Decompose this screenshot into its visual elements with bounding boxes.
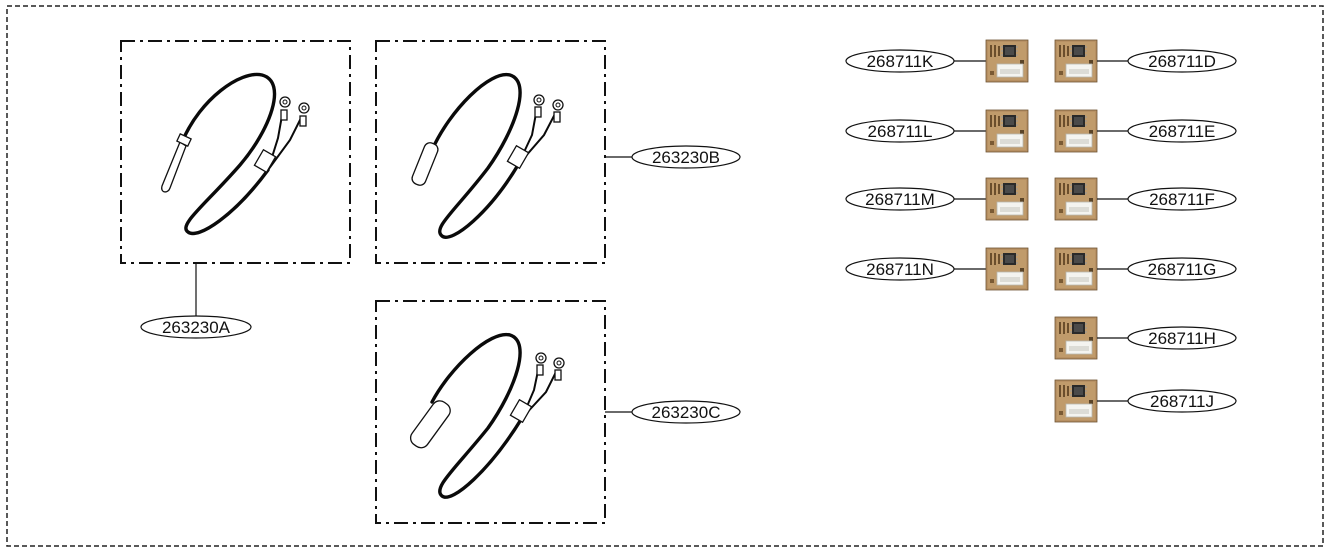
pcb-268711n: 268711N	[845, 247, 1029, 291]
pcb-board-image	[985, 177, 1029, 221]
pcb-268711m: 268711M	[845, 177, 1029, 221]
sensor-b-drawing	[411, 72, 564, 239]
pcb-board-image	[985, 109, 1029, 153]
sensor-a-box	[120, 40, 351, 264]
pcb-268711d: 268711D	[1054, 39, 1237, 83]
sensor-a-drawing	[161, 72, 310, 236]
label-text: 268711H	[1148, 329, 1216, 348]
outer-frame	[6, 5, 1324, 547]
pcb-board-image	[1054, 177, 1098, 221]
pcb-board-image	[1054, 379, 1098, 423]
pcb-board-image	[985, 247, 1029, 291]
label-text: 268711D	[1148, 52, 1216, 71]
pcb-board-image	[1054, 316, 1098, 360]
sensor-b-box	[375, 40, 606, 264]
label-text: 268711K	[867, 52, 934, 71]
pcb-268711h: 268711H	[1054, 316, 1237, 360]
pcb-board-image	[1054, 247, 1098, 291]
label-text: 268711N	[866, 260, 934, 279]
pcb-268711e: 268711E	[1054, 109, 1237, 153]
label-text: 268711F	[1149, 190, 1215, 209]
label-text: 263230A	[162, 318, 231, 337]
label-text: 268711G	[1148, 260, 1217, 279]
label-263230a: 263230A	[140, 315, 252, 339]
label-text: 268711J	[1150, 392, 1214, 411]
pcb-board-image	[1054, 109, 1098, 153]
pcb-268711g: 268711G	[1054, 247, 1237, 291]
sensor-c-drawing	[409, 332, 565, 499]
label-text: 268711M	[865, 190, 935, 209]
label-263230c: 263230C	[631, 400, 741, 424]
pcb-board-image	[1054, 39, 1098, 83]
pcb-268711j: 268711J	[1054, 379, 1237, 423]
label-text: 263230C	[651, 403, 720, 422]
label-263230b: 263230B	[631, 145, 741, 169]
pcb-268711k: 268711K	[845, 39, 1029, 83]
sensor-c-box	[375, 300, 606, 524]
pcb-268711l: 268711L	[845, 109, 1029, 153]
label-text: 263230B	[652, 148, 720, 167]
pcb-board-image	[985, 39, 1029, 83]
pcb-268711f: 268711F	[1054, 177, 1237, 221]
label-text: 268711E	[1149, 122, 1216, 141]
label-text: 268711L	[868, 122, 933, 141]
